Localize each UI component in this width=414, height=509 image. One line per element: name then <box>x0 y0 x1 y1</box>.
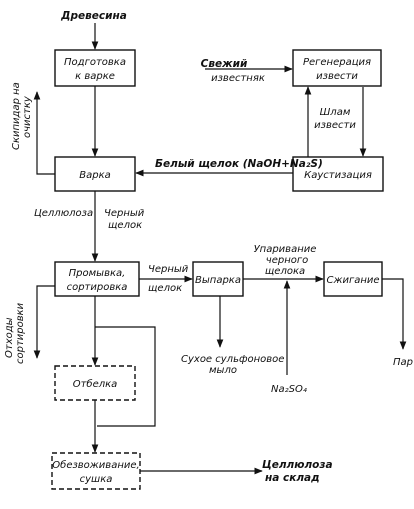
box-washing-label-2: сортировка <box>67 282 128 293</box>
box-lime-regeneration: Регенерация извести <box>292 49 382 87</box>
steam-label: Пар <box>393 357 413 368</box>
rejects-label-1: Отходы <box>4 317 15 358</box>
box-bleaching: Отбелка <box>54 365 136 401</box>
turpentine-label-1: Скипидар на <box>11 82 22 150</box>
rejects-label-2: сортировки <box>15 302 26 364</box>
black-liquor-label-1b: щелок <box>108 220 142 231</box>
lime-mud-label-2: извести <box>314 120 356 131</box>
box-drying-label-2: сушка <box>80 474 113 485</box>
box-evaporation: Выпарка <box>192 261 244 297</box>
box-evaporation-label: Выпарка <box>195 275 241 286</box>
input-wood-label: Древесина <box>60 10 127 22</box>
arrow-burn-to-steam <box>382 278 407 350</box>
lime-mud-label-1: Шлам <box>320 107 351 118</box>
box-regeneration-label-2: извести <box>316 71 358 82</box>
turpentine-label-2: очистку <box>22 95 33 138</box>
storage-label-1: Целлюлоза <box>262 459 333 471</box>
turpentine-label: Скипидар на очистку <box>11 82 33 150</box>
soap-label-1: Сухое сульфоновое <box>181 354 284 365</box>
input-limestone-label-2: известняк <box>211 73 265 84</box>
box-preparation-label-2: к варке <box>75 71 115 82</box>
bleach-bypass-line <box>95 326 156 427</box>
black-liquor-label-2a: Черный <box>148 264 189 275</box>
white-liquor-label: Белый щелок (NaOH+Na₂S) <box>155 158 323 170</box>
storage-label-2: на склад <box>265 472 320 484</box>
black-liquor-label-2b: щелок <box>148 283 182 294</box>
box-burning: Сжигание <box>323 261 383 297</box>
rejects-label: Отходы сортировки <box>4 302 26 364</box>
box-preparation-label-1: Подготовка <box>64 57 126 68</box>
input-limestone-label-1: Свежий <box>201 58 248 70</box>
arrow-turpentine <box>33 91 55 175</box>
box-causticizing-label: Каустизация <box>304 170 372 181</box>
black-liquor-label-1a: Черный <box>104 208 145 219</box>
box-causticizing: Каустизация <box>292 156 384 192</box>
concentration-label-1: Упаривание <box>254 244 317 255</box>
box-cooking: Варка <box>54 156 136 192</box>
box-preparation: Подготовка к варке <box>54 49 136 87</box>
box-washing-label-1: Промывка, <box>69 268 126 279</box>
box-burning-label: Сжигание <box>326 275 379 286</box>
soap-label-2: мыло <box>209 365 237 376</box>
box-washing-screening: Промывка, сортировка <box>54 261 140 297</box>
concentration-label-3: щелока <box>265 266 305 277</box>
box-regeneration-label-1: Регенерация <box>303 57 371 68</box>
arrow-rejects <box>33 285 55 359</box>
box-bleaching-label: Отбелка <box>73 378 118 390</box>
box-dewatering-drying: Обезвоживание, сушка <box>51 452 141 490</box>
concentration-label-2: черного <box>266 255 308 266</box>
box-cooking-label: Варка <box>79 170 111 181</box>
na2so4-label: Na₂SO₄ <box>271 384 307 395</box>
box-drying-label-1: Обезвоживание, <box>52 459 139 471</box>
pulp-label: Целлюлоза <box>34 208 93 219</box>
